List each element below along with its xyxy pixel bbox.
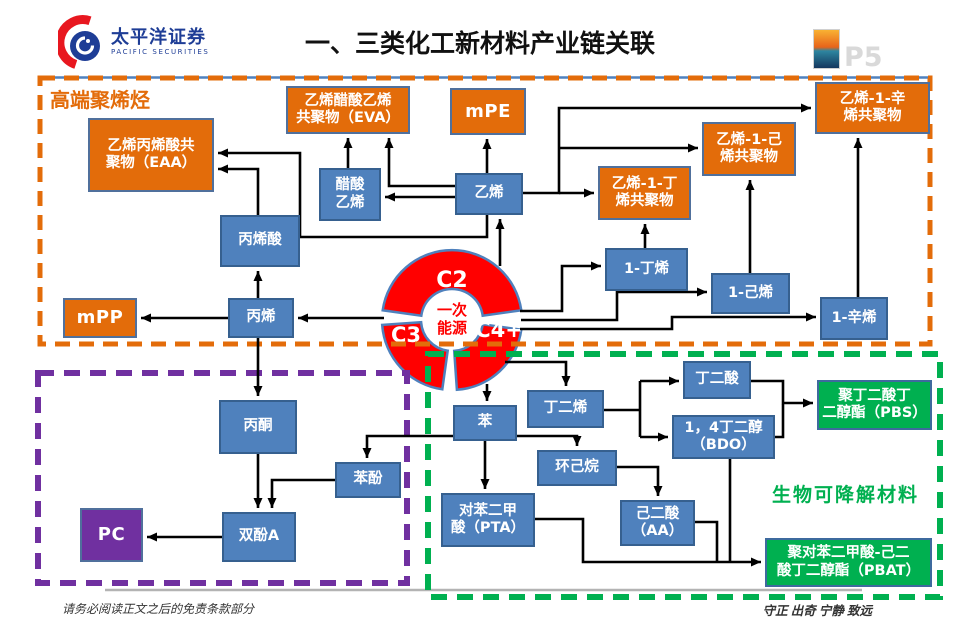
node-e1h: 乙烯-1-己 烯共聚物 xyxy=(702,122,796,176)
node-vac: 醋酸 乙烯 xyxy=(319,168,381,221)
high-end-polyolefin-region-border xyxy=(37,75,933,347)
edge-eth-to-eva xyxy=(384,138,455,188)
node-e1b: 乙烯-1-丁 烯共聚物 xyxy=(598,166,691,220)
node-pta: 对苯二甲 酸（PTA） xyxy=(441,493,535,547)
pc-region-border xyxy=(35,370,410,586)
node-pbat: 聚对苯二甲酸-己二 酸丁二醇酯（PBAT） xyxy=(765,538,932,587)
region-label-polyolefin: 高端聚烯烃 xyxy=(50,88,150,112)
edge-succ-to-pbs xyxy=(751,379,813,408)
pacific-securities-logo: 太平洋证券 PACIFIC SECURITIES xyxy=(58,12,209,72)
motto-text: 守正 出奇 宁静 致远 xyxy=(762,604,872,618)
node-acr: 丙烯酸 xyxy=(220,215,300,267)
edge-pta-to-pbat xyxy=(535,517,761,567)
node-cyc: 环己烷 xyxy=(537,450,617,486)
donut-label-c4plus: C4+ xyxy=(475,318,523,342)
logo-company-name-en: PACIFIC SECURITIES xyxy=(111,47,210,56)
node-ace: 丙酮 xyxy=(219,400,297,454)
edge-ben-to-phe xyxy=(362,434,453,458)
edge-ben-to-cyc xyxy=(517,434,582,446)
node-e1o: 乙烯-1-辛 烯共聚物 xyxy=(815,82,930,134)
node-eaa: 乙烯丙烯酸共 聚物（EAA） xyxy=(88,118,214,192)
edge-c4-to-h1 xyxy=(521,287,707,322)
node-aa: 己二酸 （AA） xyxy=(620,500,695,546)
donut-label-c2: C2 xyxy=(436,268,467,293)
node-bdo: 1，4丁二醇 （BDO） xyxy=(672,415,775,459)
node-b1: 1-丁烯 xyxy=(605,248,688,291)
node-phe: 苯酚 xyxy=(335,462,401,498)
pacific-securities-logo-icon xyxy=(58,15,100,69)
edge-bdo-to-pbs-join xyxy=(775,404,785,439)
edge-c4-to-o1 xyxy=(520,312,816,331)
node-but: 丁二烯 xyxy=(527,390,604,428)
node-mpe: mPE xyxy=(450,88,526,135)
node-pbs: 聚丁二酸丁 二醇酯（PBS） xyxy=(817,380,932,430)
page-number-badge: P5 xyxy=(844,42,883,73)
node-eth: 乙烯 xyxy=(455,173,523,215)
edge-cyc-to-aa xyxy=(617,465,663,496)
node-o1: 1-辛烯 xyxy=(820,297,888,340)
donut-center-text-line2: 能源 xyxy=(437,319,467,337)
node-h1: 1-己烯 xyxy=(711,273,790,314)
donut-segment-c2 xyxy=(381,249,523,318)
node-bpa: 双酚A xyxy=(222,512,296,562)
donut-center-text-line1: 一次 xyxy=(437,301,467,319)
node-ben: 苯 xyxy=(453,405,517,441)
sunset-photo-thumbnail xyxy=(813,29,840,69)
region-label-biodegradable: 生物可降解材料 xyxy=(772,484,920,506)
node-pc: PC xyxy=(80,508,143,562)
node-succ: 丁二酸 xyxy=(683,361,751,399)
edge-c4-to-b1 xyxy=(520,261,601,313)
edge-eth-to-eaa xyxy=(218,148,489,239)
edge-phe-to-bpa xyxy=(267,478,335,508)
node-eva: 乙烯醋酸乙烯 共聚物（EVA） xyxy=(286,86,410,134)
biodegradable-region-border xyxy=(425,351,943,600)
edge-acr-to-eaa xyxy=(218,164,260,215)
edge-aa-to-pbat-join xyxy=(695,520,719,562)
node-mpp: mPP xyxy=(63,298,137,338)
logo-company-name: 太平洋证券 xyxy=(111,27,206,49)
slide-title: 一、三类化工新材料产业链关联 xyxy=(304,29,655,58)
edge-circle-to-but xyxy=(505,360,571,386)
edge-eth-to-e1o xyxy=(523,103,811,195)
donut-segment-c3 xyxy=(380,320,450,391)
disclaimer-text: 请务必阅读正文之后的免责条款部分 xyxy=(62,602,255,616)
edge-but-branch-trunk xyxy=(604,381,642,437)
node-pro: 丙烯 xyxy=(228,298,294,338)
